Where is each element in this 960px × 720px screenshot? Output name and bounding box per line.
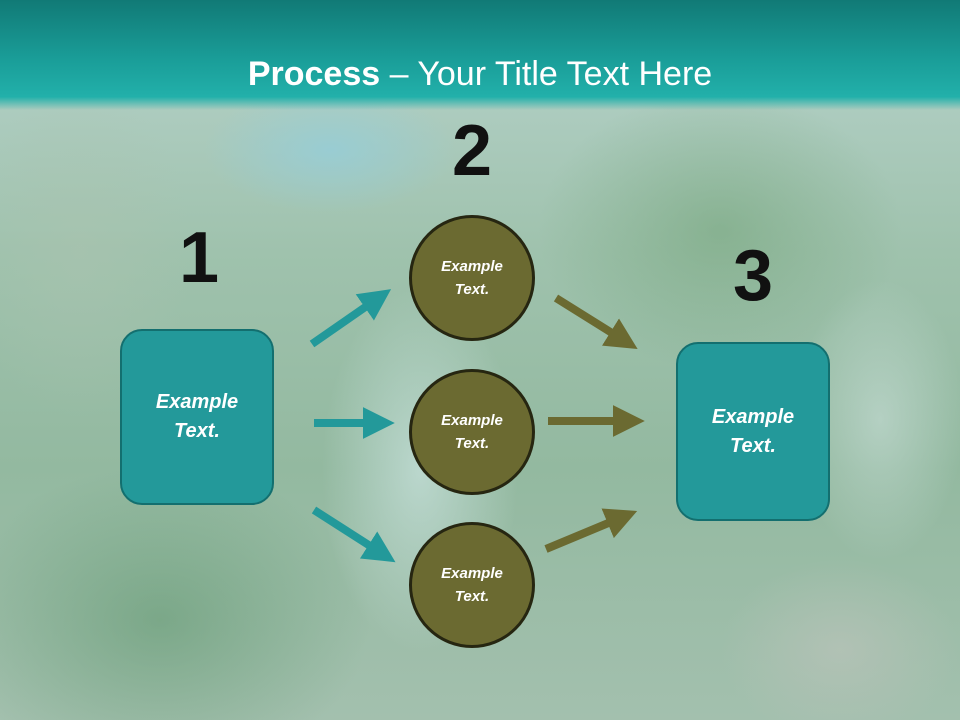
circle-middle-label: Example Text. bbox=[441, 412, 503, 452]
right-box-label: Example Text. bbox=[711, 405, 795, 457]
arrow-top-to-right bbox=[553, 294, 638, 350]
arrow-left-to-bottom bbox=[311, 506, 396, 563]
circle-top-label: Example Text. bbox=[441, 258, 503, 298]
step-number-2: 2 bbox=[451, 111, 493, 191]
circle-middle[interactable]: Example Text. bbox=[409, 369, 535, 495]
slide-title: Process – Your Title Text Here bbox=[0, 52, 960, 96]
left-process-box[interactable]: Example Text. bbox=[120, 329, 274, 505]
title-bar bbox=[0, 0, 960, 110]
step-number-1: 1 bbox=[178, 218, 220, 298]
arrow-left-to-top bbox=[309, 289, 392, 348]
left-box-label: Example Text. bbox=[155, 391, 239, 442]
title-rest: – Your Title Text Here bbox=[380, 55, 713, 93]
circle-bottom-label: Example Text. bbox=[441, 565, 503, 605]
right-process-box[interactable]: Example Text. bbox=[676, 342, 830, 521]
title-bold: Process bbox=[247, 55, 381, 93]
arrow-bottom-to-right bbox=[544, 508, 638, 553]
circle-bottom[interactable]: Example Text. bbox=[409, 522, 535, 648]
circle-top[interactable]: Example Text. bbox=[409, 215, 535, 341]
step-number-3: 3 bbox=[732, 236, 774, 316]
